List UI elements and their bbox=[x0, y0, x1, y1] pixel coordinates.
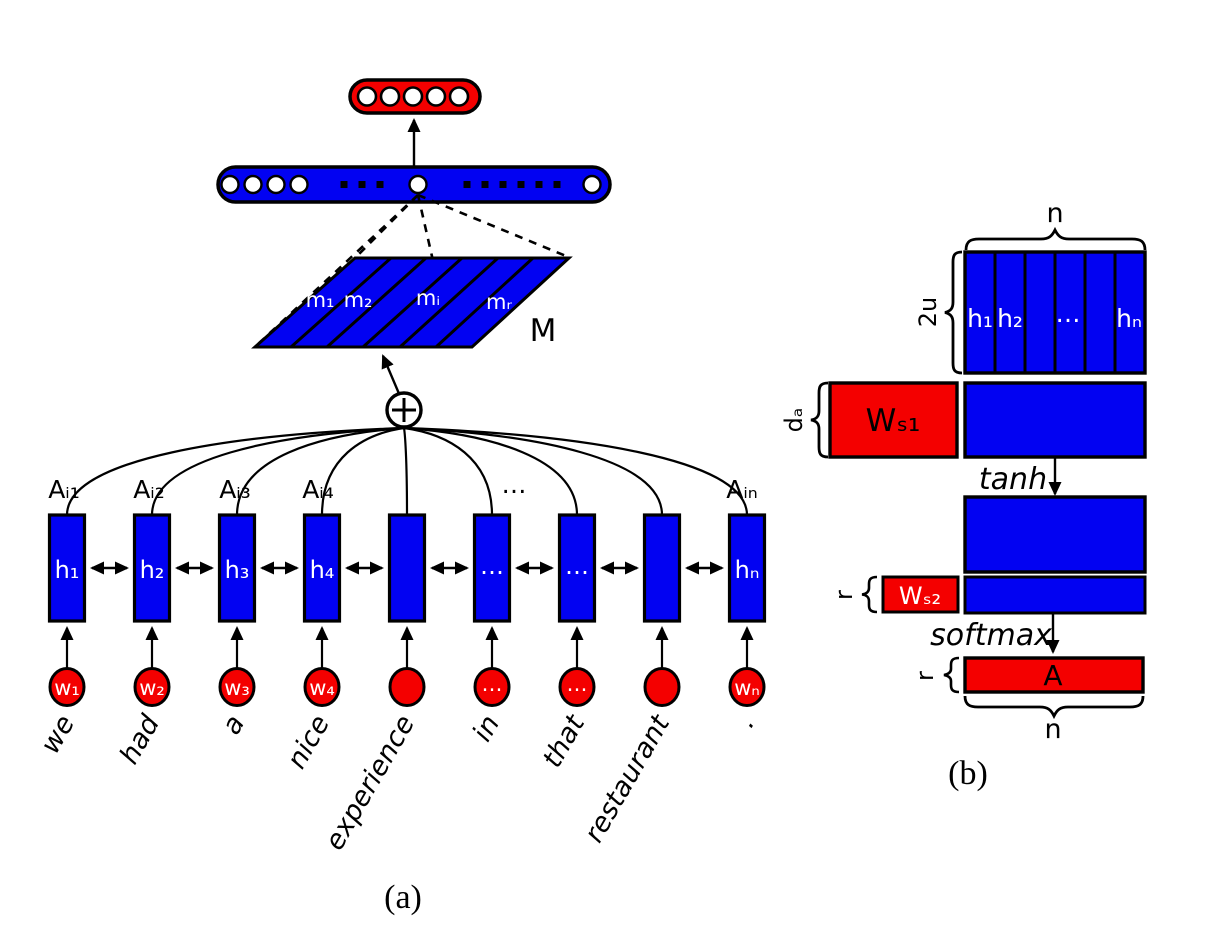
svg-text:had: had bbox=[114, 709, 167, 769]
svg-text:h₃: h₃ bbox=[225, 556, 250, 584]
svg-text:a: a bbox=[216, 710, 251, 740]
attention-label-ai2: Aᵢ₂ bbox=[133, 475, 165, 504]
svg-text:that: that bbox=[537, 709, 592, 773]
svg-text:…: … bbox=[565, 552, 589, 580]
ellipsis-dots bbox=[340, 181, 561, 188]
sum-icon bbox=[385, 391, 423, 429]
matrix-col-mr: mᵣ bbox=[486, 290, 512, 314]
ws1-label: Wₛ₁ bbox=[866, 403, 921, 439]
svg-text:…: … bbox=[567, 672, 588, 696]
dim-da: dₐ bbox=[780, 408, 808, 433]
caption-b: (b) bbox=[948, 755, 988, 792]
hidden-state-labels: h₁ h₂ h₃ h₄ … … hₙ bbox=[55, 552, 760, 584]
dim-r-a: r bbox=[911, 671, 939, 681]
svg-text:h₁: h₁ bbox=[55, 556, 80, 584]
sentence-embedding-units bbox=[356, 86, 470, 107]
svg-text:h₂: h₂ bbox=[997, 304, 1023, 333]
dim-2u: 2u bbox=[914, 297, 942, 327]
svg-text:w₃: w₃ bbox=[224, 676, 250, 700]
svg-text:wₙ: wₙ bbox=[734, 676, 760, 700]
svg-text:hₙ: hₙ bbox=[735, 556, 760, 584]
sentence-words: we had a nice experience in that restaur… bbox=[35, 709, 761, 856]
ws2-matrix bbox=[881, 575, 960, 614]
svg-text:h₁: h₁ bbox=[967, 304, 993, 333]
svg-text:w₂: w₂ bbox=[139, 676, 165, 700]
r-ws2-brace bbox=[861, 575, 878, 614]
ws1-matrix bbox=[828, 381, 959, 459]
panel-b: n 2u h₁ h₂ … hₙ dₐ Wₛ₁ tanh bbox=[780, 198, 1147, 792]
matrix-col-m2: m₂ bbox=[344, 288, 373, 312]
da-brace bbox=[810, 381, 829, 459]
svg-text:…: … bbox=[482, 672, 503, 696]
matrix-m-label: M bbox=[530, 313, 557, 349]
dim-n-top: n bbox=[1046, 198, 1063, 229]
svg-text:h₄: h₄ bbox=[310, 556, 335, 584]
svg-text:…: … bbox=[1056, 299, 1081, 328]
hidden-states-matrix-dividers bbox=[993, 252, 1117, 373]
matrix-m-column-dividers bbox=[290, 256, 535, 349]
attention-label-ai1: Aᵢ₁ bbox=[48, 475, 80, 504]
annotation-matrix-a bbox=[963, 656, 1145, 694]
svg-text:nice: nice bbox=[281, 710, 336, 774]
dim-r-ws2: r bbox=[830, 590, 858, 600]
n-top-brace bbox=[964, 226, 1147, 251]
annotation-matrix-a-label: A bbox=[1043, 659, 1062, 692]
ws2-product-row bbox=[963, 575, 1147, 615]
matrix-col-m1: m₁ bbox=[306, 288, 335, 312]
hidden-state-boxes bbox=[47, 513, 767, 623]
dim-n-bottom: n bbox=[1044, 714, 1061, 745]
r-a-brace bbox=[943, 656, 960, 694]
matrix-col-mi: mᵢ bbox=[416, 286, 440, 310]
word-circle-labels: w₁ w₂ w₃ w₄ … … wₙ bbox=[54, 672, 760, 700]
panel-a: m₁ m₂ mᵢ mᵣ M Aᵢ₁ Aᵢ₂ Aᵢ₃ Aᵢ₄ … bbox=[35, 78, 767, 916]
tanh-output-matrix bbox=[963, 495, 1147, 574]
pooled-vector-units bbox=[220, 174, 602, 195]
svg-text:experience: experience bbox=[319, 710, 421, 856]
svg-text:h₂: h₂ bbox=[140, 556, 165, 584]
n-bottom-brace bbox=[963, 695, 1145, 720]
attention-label-ai4: Aᵢ₄ bbox=[302, 475, 334, 504]
svg-text:w₄: w₄ bbox=[309, 676, 335, 700]
ws2-label: Wₛ₂ bbox=[899, 582, 941, 610]
attention-label-ain: Aᵢₙ bbox=[726, 475, 758, 504]
sum-to-matrix-arrow bbox=[381, 354, 402, 397]
svg-text:we: we bbox=[35, 710, 81, 759]
word-to-hidden-arrows bbox=[60, 626, 754, 668]
attention-label-ai3: Aᵢ₃ bbox=[219, 475, 251, 504]
svg-text:in: in bbox=[467, 710, 506, 747]
2u-brace bbox=[944, 250, 963, 375]
ws1-h-product bbox=[963, 381, 1147, 459]
attention-curves bbox=[65, 426, 749, 516]
tanh-label: tanh bbox=[979, 462, 1047, 497]
svg-text:hₙ: hₙ bbox=[1116, 304, 1142, 333]
svg-text:.: . bbox=[730, 710, 761, 733]
caption-a: (a) bbox=[384, 879, 422, 916]
softmax-label: softmax bbox=[930, 618, 1052, 653]
svg-text:restaurant: restaurant bbox=[579, 709, 677, 848]
attention-label-ellipsis: … bbox=[502, 470, 527, 499]
svg-text:w₁: w₁ bbox=[54, 676, 80, 700]
hidden-states-matrix-labels: h₁ h₂ … hₙ bbox=[967, 299, 1142, 333]
word-circles bbox=[48, 667, 766, 707]
svg-text:…: … bbox=[480, 552, 504, 580]
